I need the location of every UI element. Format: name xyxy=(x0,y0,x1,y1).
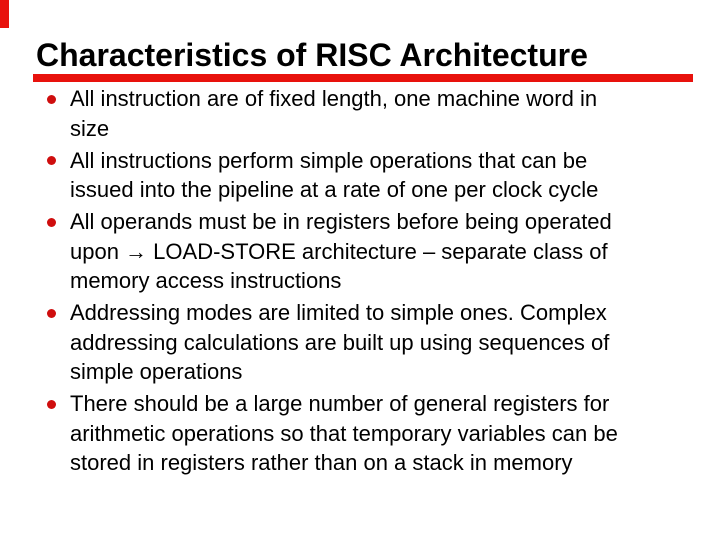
bullet-item: Addressing modes are limited to simple o… xyxy=(36,298,637,387)
bullet-dot-icon xyxy=(47,308,56,318)
bullet-text: All instructions perform simple operatio… xyxy=(70,147,599,203)
bullet-text: Addressing modes are limited to simple o… xyxy=(70,300,610,384)
bullet-list: All instruction are of fixed length, one… xyxy=(36,84,637,480)
bullet-dot-icon xyxy=(47,156,56,165)
red-accent-mark xyxy=(0,0,9,28)
bullet-dot-icon xyxy=(47,399,56,409)
bullet-dot-icon xyxy=(47,94,56,104)
slide-title: Characteristics of RISC Architecture xyxy=(36,37,588,73)
bullet-item: All operands must be in registers before… xyxy=(36,207,637,296)
bullet-dot-icon xyxy=(47,217,56,227)
bullet-item: All instructions perform simple operatio… xyxy=(36,146,637,205)
bullet-item: All instruction are of fixed length, one… xyxy=(36,84,637,143)
bullet-item: There should be a large number of genera… xyxy=(36,389,637,478)
title-underline-rule xyxy=(33,74,693,82)
bullet-text: There should be a large number of genera… xyxy=(70,391,618,475)
bullet-text: All operands must be in registers before… xyxy=(70,209,612,293)
bullet-text: All instruction are of fixed length, one… xyxy=(70,86,598,141)
